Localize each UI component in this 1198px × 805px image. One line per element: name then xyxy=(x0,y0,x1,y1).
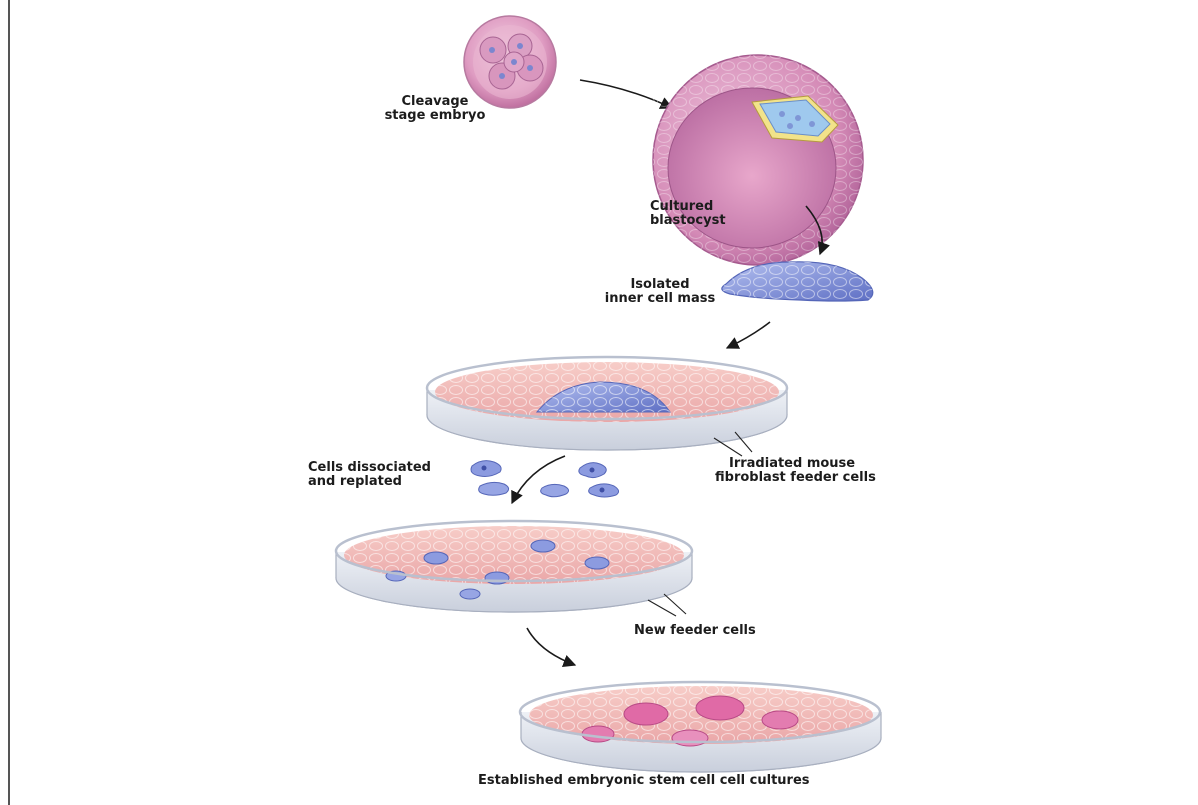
petri-dish-1 xyxy=(427,357,787,450)
label-line: and replated xyxy=(308,475,431,489)
label-line: fibroblast feeder cells xyxy=(715,471,876,485)
blastocyst-illustration xyxy=(653,55,863,265)
arrow-to-dish-1 xyxy=(727,322,770,348)
label-cells-dissociated: Cells dissociated and replated xyxy=(308,461,431,489)
label-line: blastocyst xyxy=(650,214,726,228)
label-irradiated-feeder: Irradiated mouse fibroblast feeder cells xyxy=(715,457,876,485)
petri-dish-3 xyxy=(520,682,881,772)
label-new-feeder-cells: New feeder cells xyxy=(634,624,756,638)
label-line: Cells dissociated xyxy=(308,461,431,475)
label-established-cultures: Established embryonic stem cell cell cul… xyxy=(478,774,810,788)
label-line: inner cell mass xyxy=(590,292,730,306)
label-inner-cell-mass: Isolated inner cell mass xyxy=(590,278,730,306)
label-line: Irradiated mouse xyxy=(715,457,876,471)
label-line: stage embryo xyxy=(380,109,490,123)
label-line: Isolated xyxy=(590,278,730,292)
petri-dish-2 xyxy=(336,521,692,612)
arrow-to-dish-3 xyxy=(527,628,575,665)
label-cultured-blastocyst: Cultured blastocyst xyxy=(650,200,726,228)
label-cleavage-embryo: Cleavage stage embryo xyxy=(380,95,490,123)
label-line: Cultured xyxy=(650,200,726,214)
inner-cell-mass-illustration xyxy=(722,262,873,301)
label-line: Cleavage xyxy=(380,95,490,109)
